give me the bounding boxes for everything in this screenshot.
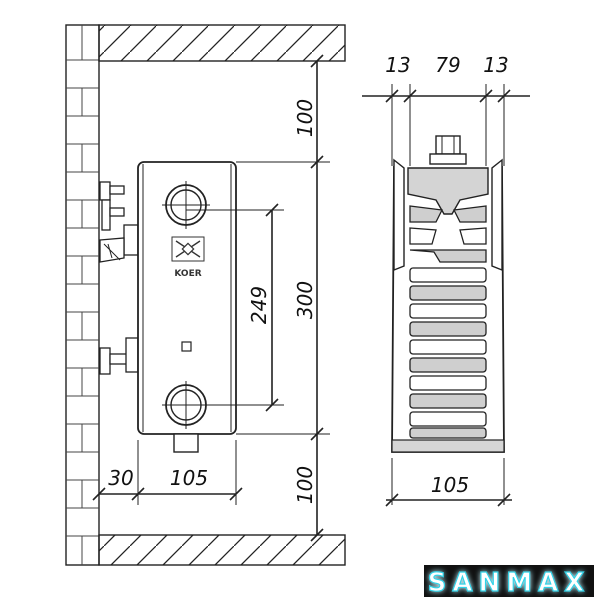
upper-connection bbox=[162, 181, 210, 229]
dimensions-section: 13 79 13 105 bbox=[362, 53, 530, 507]
brick-wall bbox=[65, 24, 100, 566]
bottom-nipple bbox=[173, 433, 199, 453]
dim-axis-distance: 249 bbox=[247, 286, 271, 324]
dimensions-side: 100 300 100 249 30 105 bbox=[92, 54, 330, 542]
sill-top bbox=[98, 24, 346, 62]
logo-text: KOER bbox=[174, 269, 201, 279]
radiator-side-view: KOER bbox=[99, 161, 237, 453]
dim-width: 105 bbox=[170, 466, 208, 490]
convector-fins bbox=[409, 205, 487, 439]
dim-bottom-clearance: 100 bbox=[293, 466, 317, 504]
floor-bottom bbox=[98, 534, 346, 566]
brand-name: SANMAX bbox=[428, 568, 591, 598]
marker-square bbox=[181, 341, 192, 352]
wall-bracket-bottom bbox=[99, 337, 139, 375]
dim-core: 79 bbox=[435, 53, 460, 77]
dim-total-depth: 105 bbox=[431, 473, 469, 497]
wall-bracket-top bbox=[99, 181, 139, 263]
dim-top-clearance: 100 bbox=[293, 99, 317, 137]
dim-left-fin: 13 bbox=[385, 53, 410, 77]
dim-height: 300 bbox=[293, 281, 317, 319]
dim-wall-gap: 30 bbox=[108, 466, 133, 490]
brand-logo: KOER bbox=[171, 236, 205, 279]
dim-right-fin: 13 bbox=[483, 53, 508, 77]
radiator-cross-section bbox=[391, 135, 505, 453]
brand-watermark: SANMAX bbox=[424, 565, 594, 599]
